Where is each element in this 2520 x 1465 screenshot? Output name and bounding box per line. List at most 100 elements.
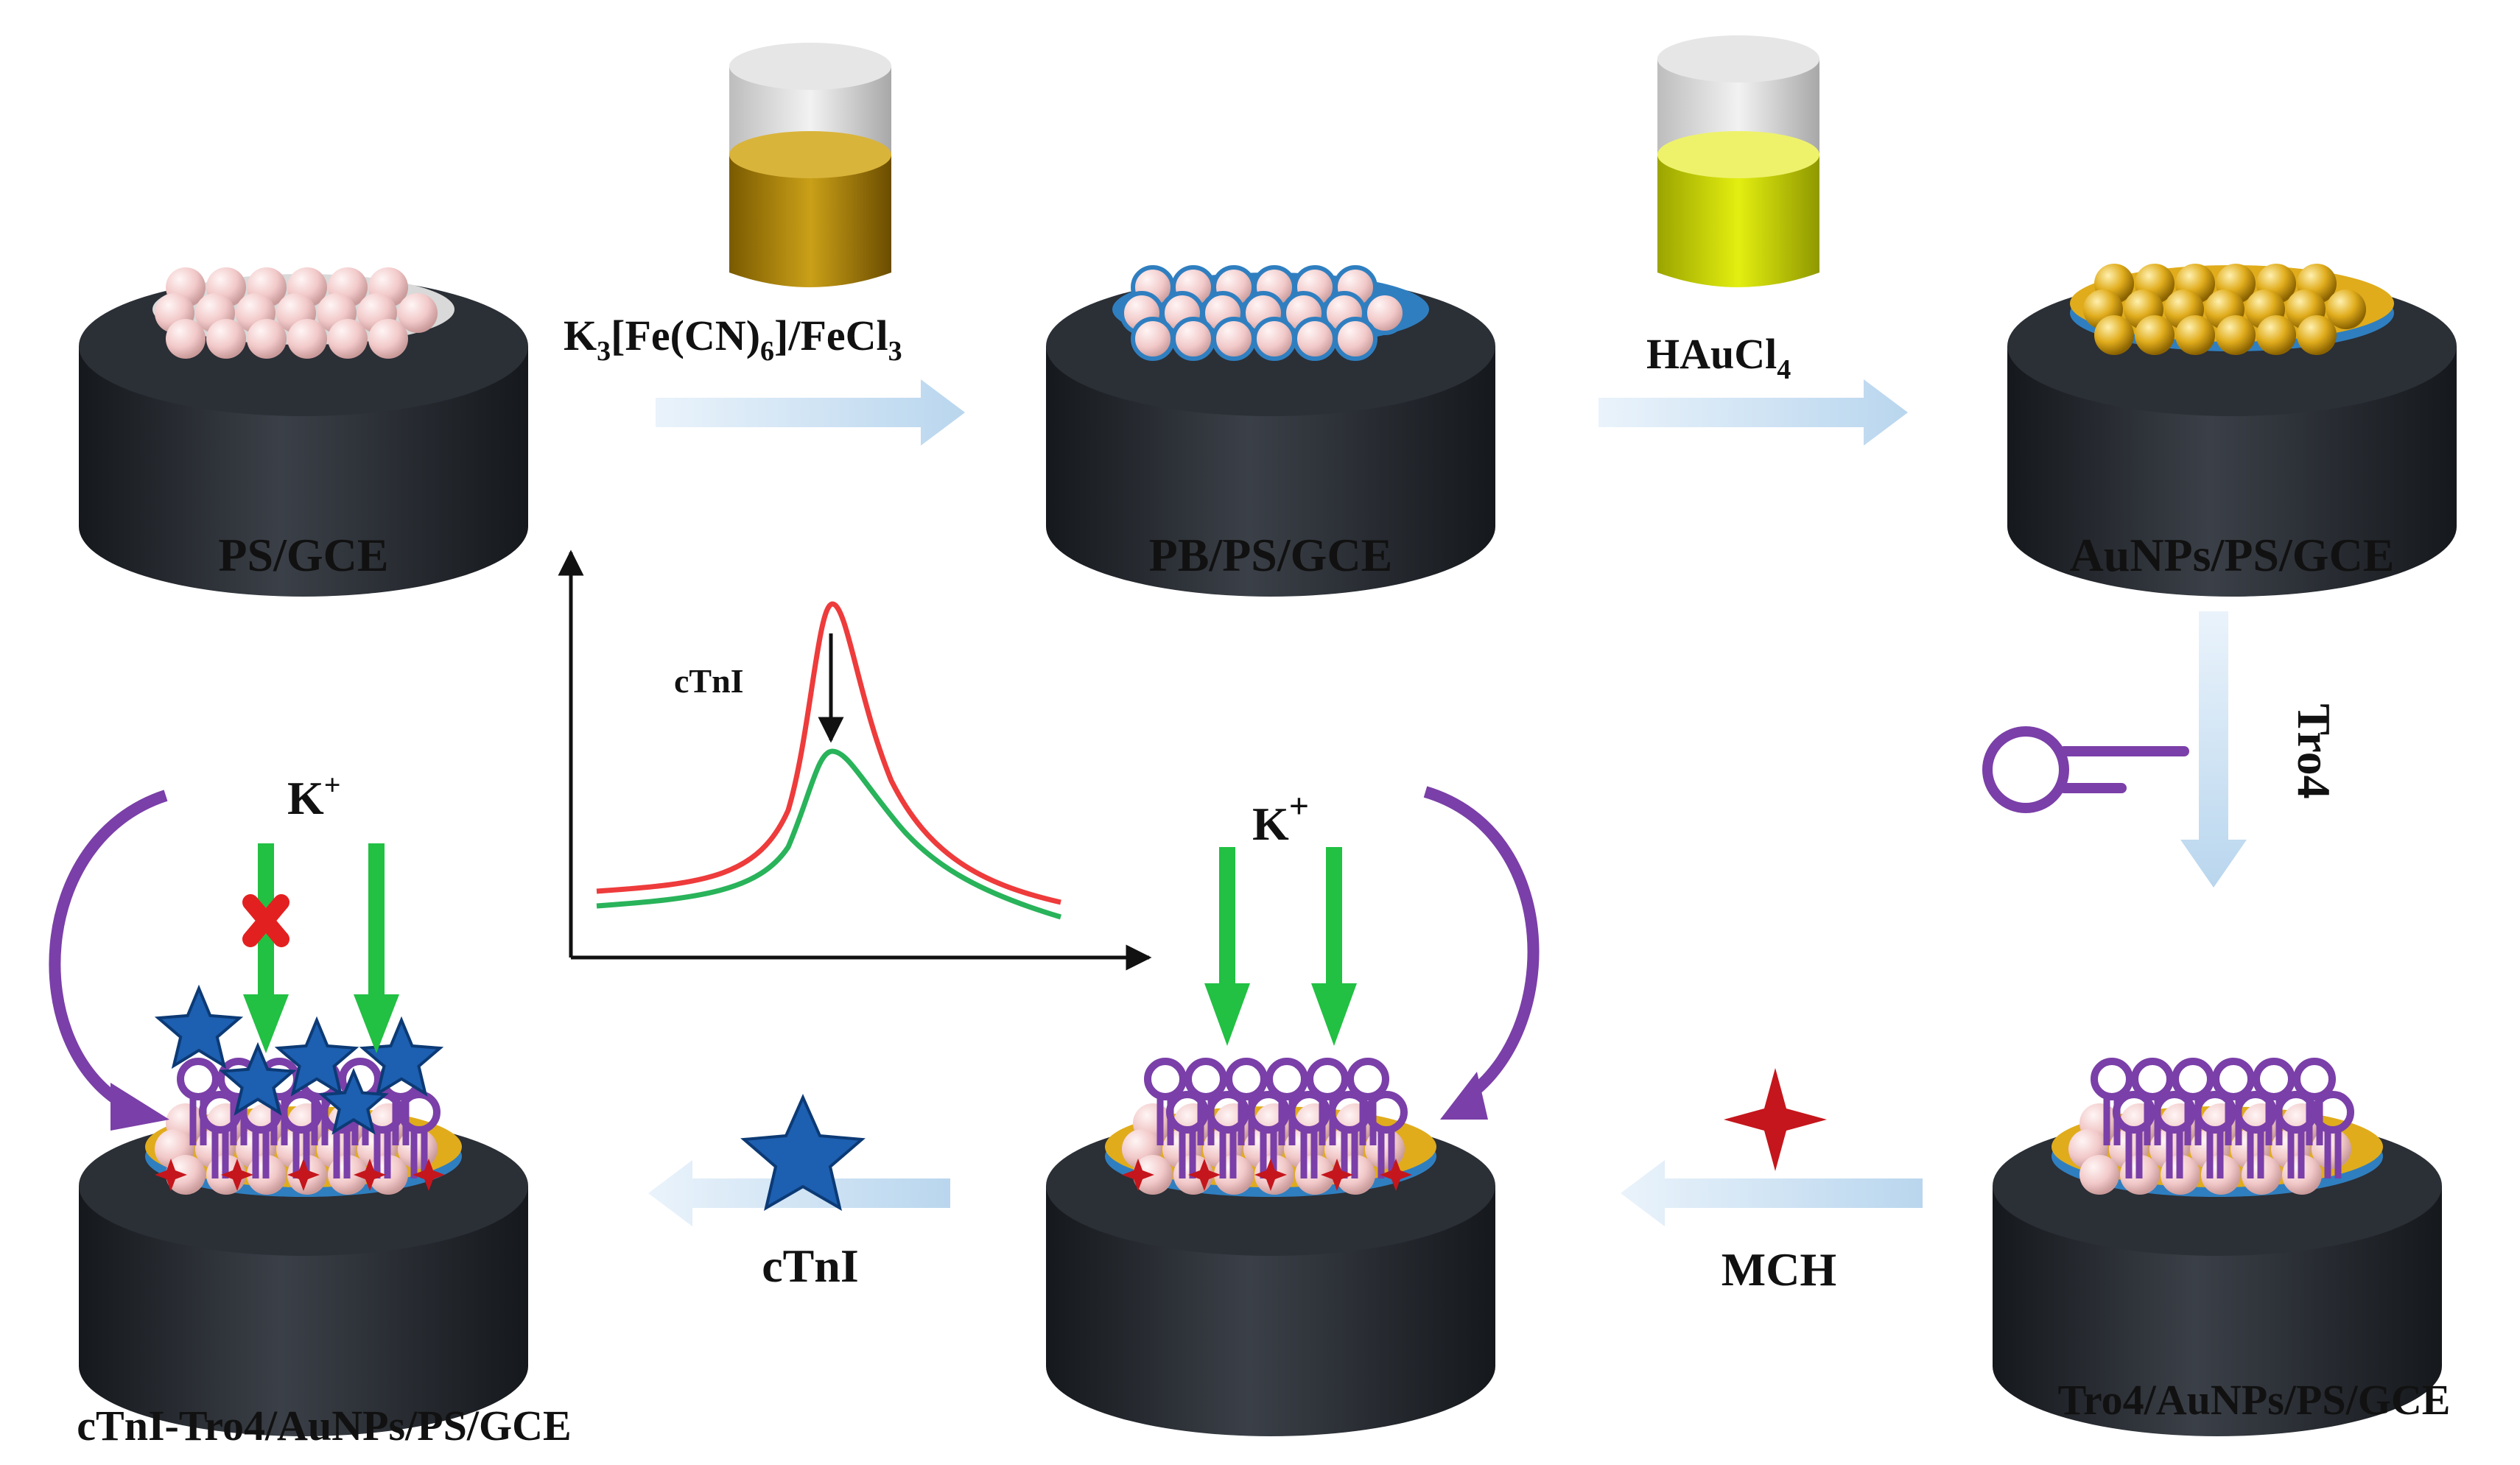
curved-purple-arrow-left — [49, 790, 168, 1110]
aptamer-loop — [177, 1058, 220, 1100]
aptamer-loop — [1288, 1091, 1330, 1134]
mch-mark — [1380, 1159, 1412, 1191]
aptamer-loop — [1166, 1091, 1209, 1134]
mch-mark — [1122, 1159, 1154, 1191]
reagent-2-label: HAuCl4 — [1646, 330, 1791, 385]
nanosphere — [2256, 315, 2296, 355]
mch-sparkle-icon — [1724, 1068, 1827, 1171]
reagent-1-label: K3[Fe(CN)6]/FeCl3 — [564, 312, 902, 367]
reagent-3-label: Tro4 — [2288, 703, 2340, 798]
final-electrode-label: cTnI-Tro4/AuNPs/PS/GCE — [77, 1402, 571, 1450]
aptamer-loop — [2153, 1091, 2196, 1134]
aptamer-loop — [2113, 1091, 2155, 1134]
nanosphere — [1293, 317, 1337, 361]
aptamer-loop — [2194, 1091, 2236, 1134]
signal-plot: cTnI — [558, 549, 1152, 971]
aptamer-loop — [1225, 1058, 1268, 1100]
flow-arrow — [648, 1160, 950, 1226]
mch-mark — [287, 1159, 320, 1191]
aptamer-loop — [2312, 1091, 2354, 1134]
flow-arrow — [1621, 1160, 1923, 1226]
pb-ps-gce-label: PB/PS/GCE — [1149, 529, 1393, 581]
electrode-ps-gce — [79, 267, 528, 597]
star-icon — [740, 1094, 866, 1212]
reagent-4-label: MCH — [1721, 1243, 1836, 1296]
nanosphere — [1171, 317, 1215, 361]
plot-ctni-label: cTnI — [674, 662, 744, 700]
mch-mark — [221, 1159, 253, 1191]
nanosphere — [166, 319, 206, 359]
aptamer-loop — [1306, 1058, 1349, 1100]
electrode-side — [1993, 1186, 2442, 1436]
aunps-ps-gce-label: AuNPs/PS/GCE — [2070, 529, 2395, 581]
ctni-star — [359, 1016, 444, 1097]
flow-arrow — [1598, 379, 1908, 446]
aptamer-loop — [2131, 1058, 2174, 1100]
aptamer-loop — [1247, 1091, 1290, 1134]
electrode-aunps-ps-gce — [2007, 264, 2457, 597]
mch-mark — [354, 1159, 386, 1191]
nanosphere — [206, 319, 246, 359]
k-plus-label-right: K+ — [1252, 787, 1309, 850]
ps-gce-label: PS/GCE — [218, 529, 388, 581]
nanosphere — [2216, 315, 2256, 355]
electrode-group — [79, 264, 2457, 1436]
vial-icon — [1657, 35, 1819, 287]
nanosphere — [328, 319, 368, 359]
green-curve — [596, 748, 1062, 920]
aptamer-loop — [2172, 1058, 2214, 1100]
nanosphere — [1252, 317, 1296, 361]
arrowhead — [1440, 1072, 1488, 1120]
vial-icon — [729, 43, 891, 287]
aptamer-loop — [1266, 1058, 1308, 1100]
mch-mark — [1254, 1159, 1287, 1191]
nanosphere — [2079, 1155, 2119, 1195]
aptamer-loop — [2091, 1058, 2133, 1100]
nanosphere — [2175, 315, 2215, 355]
aptamer-loop — [1144, 1058, 1187, 1100]
nanosphere — [2094, 315, 2134, 355]
k-plus-arrows-left — [243, 843, 399, 1053]
ctni-star — [154, 984, 244, 1069]
aptamer-loop — [1347, 1058, 1389, 1100]
reagent-5-label: cTnI — [762, 1240, 859, 1292]
aptamer-loop — [398, 1091, 441, 1134]
svg-text:K3[Fe(CN)6]/FeCl3: K3[Fe(CN)6]/FeCl3 — [564, 312, 902, 367]
electrode-side — [79, 1186, 528, 1436]
nanosphere — [2326, 289, 2366, 329]
arrowhead — [110, 1083, 169, 1131]
electrode-side — [2007, 346, 2457, 597]
aptamer-loop — [2293, 1058, 2336, 1100]
nanosphere — [368, 319, 408, 359]
electrode-mch — [1046, 1058, 1495, 1436]
nanosphere — [247, 319, 287, 359]
electrode-pb-ps-gce — [1046, 265, 1495, 597]
electrode-tro4-aunps — [1993, 1058, 2442, 1436]
red-curve — [596, 601, 1061, 905]
electrode-side — [79, 346, 528, 597]
flow-arrow — [656, 379, 965, 446]
tro4-electrode-label: Tro4/AuNPs/PS/GCE — [2058, 1376, 2451, 1424]
ctni-star — [274, 1016, 359, 1097]
nanosphere — [287, 319, 327, 359]
mch-mark — [155, 1159, 187, 1191]
electrode-ctni-tro4 — [79, 984, 528, 1436]
svg-text:HAuCl4: HAuCl4 — [1646, 330, 1791, 385]
k-plus-arrows-right — [1204, 847, 1357, 1046]
nanosphere — [1363, 291, 1407, 335]
mch-mark — [1321, 1159, 1353, 1191]
nanosphere — [398, 293, 438, 333]
nanosphere — [1333, 317, 1377, 361]
ctni-star — [318, 1067, 389, 1135]
aptamer-loop — [2234, 1091, 2277, 1134]
aptamer-loop — [1207, 1091, 1249, 1134]
mch-mark — [413, 1159, 445, 1191]
nanosphere — [2297, 315, 2337, 355]
k-plus-label-left: K+ — [287, 768, 341, 824]
nanosphere — [1212, 317, 1256, 361]
aptamer-loop — [1184, 1058, 1227, 1100]
flow-arrow — [2180, 611, 2247, 888]
aptamer-loop — [1365, 1091, 1408, 1134]
ctni-star — [219, 1041, 297, 1116]
